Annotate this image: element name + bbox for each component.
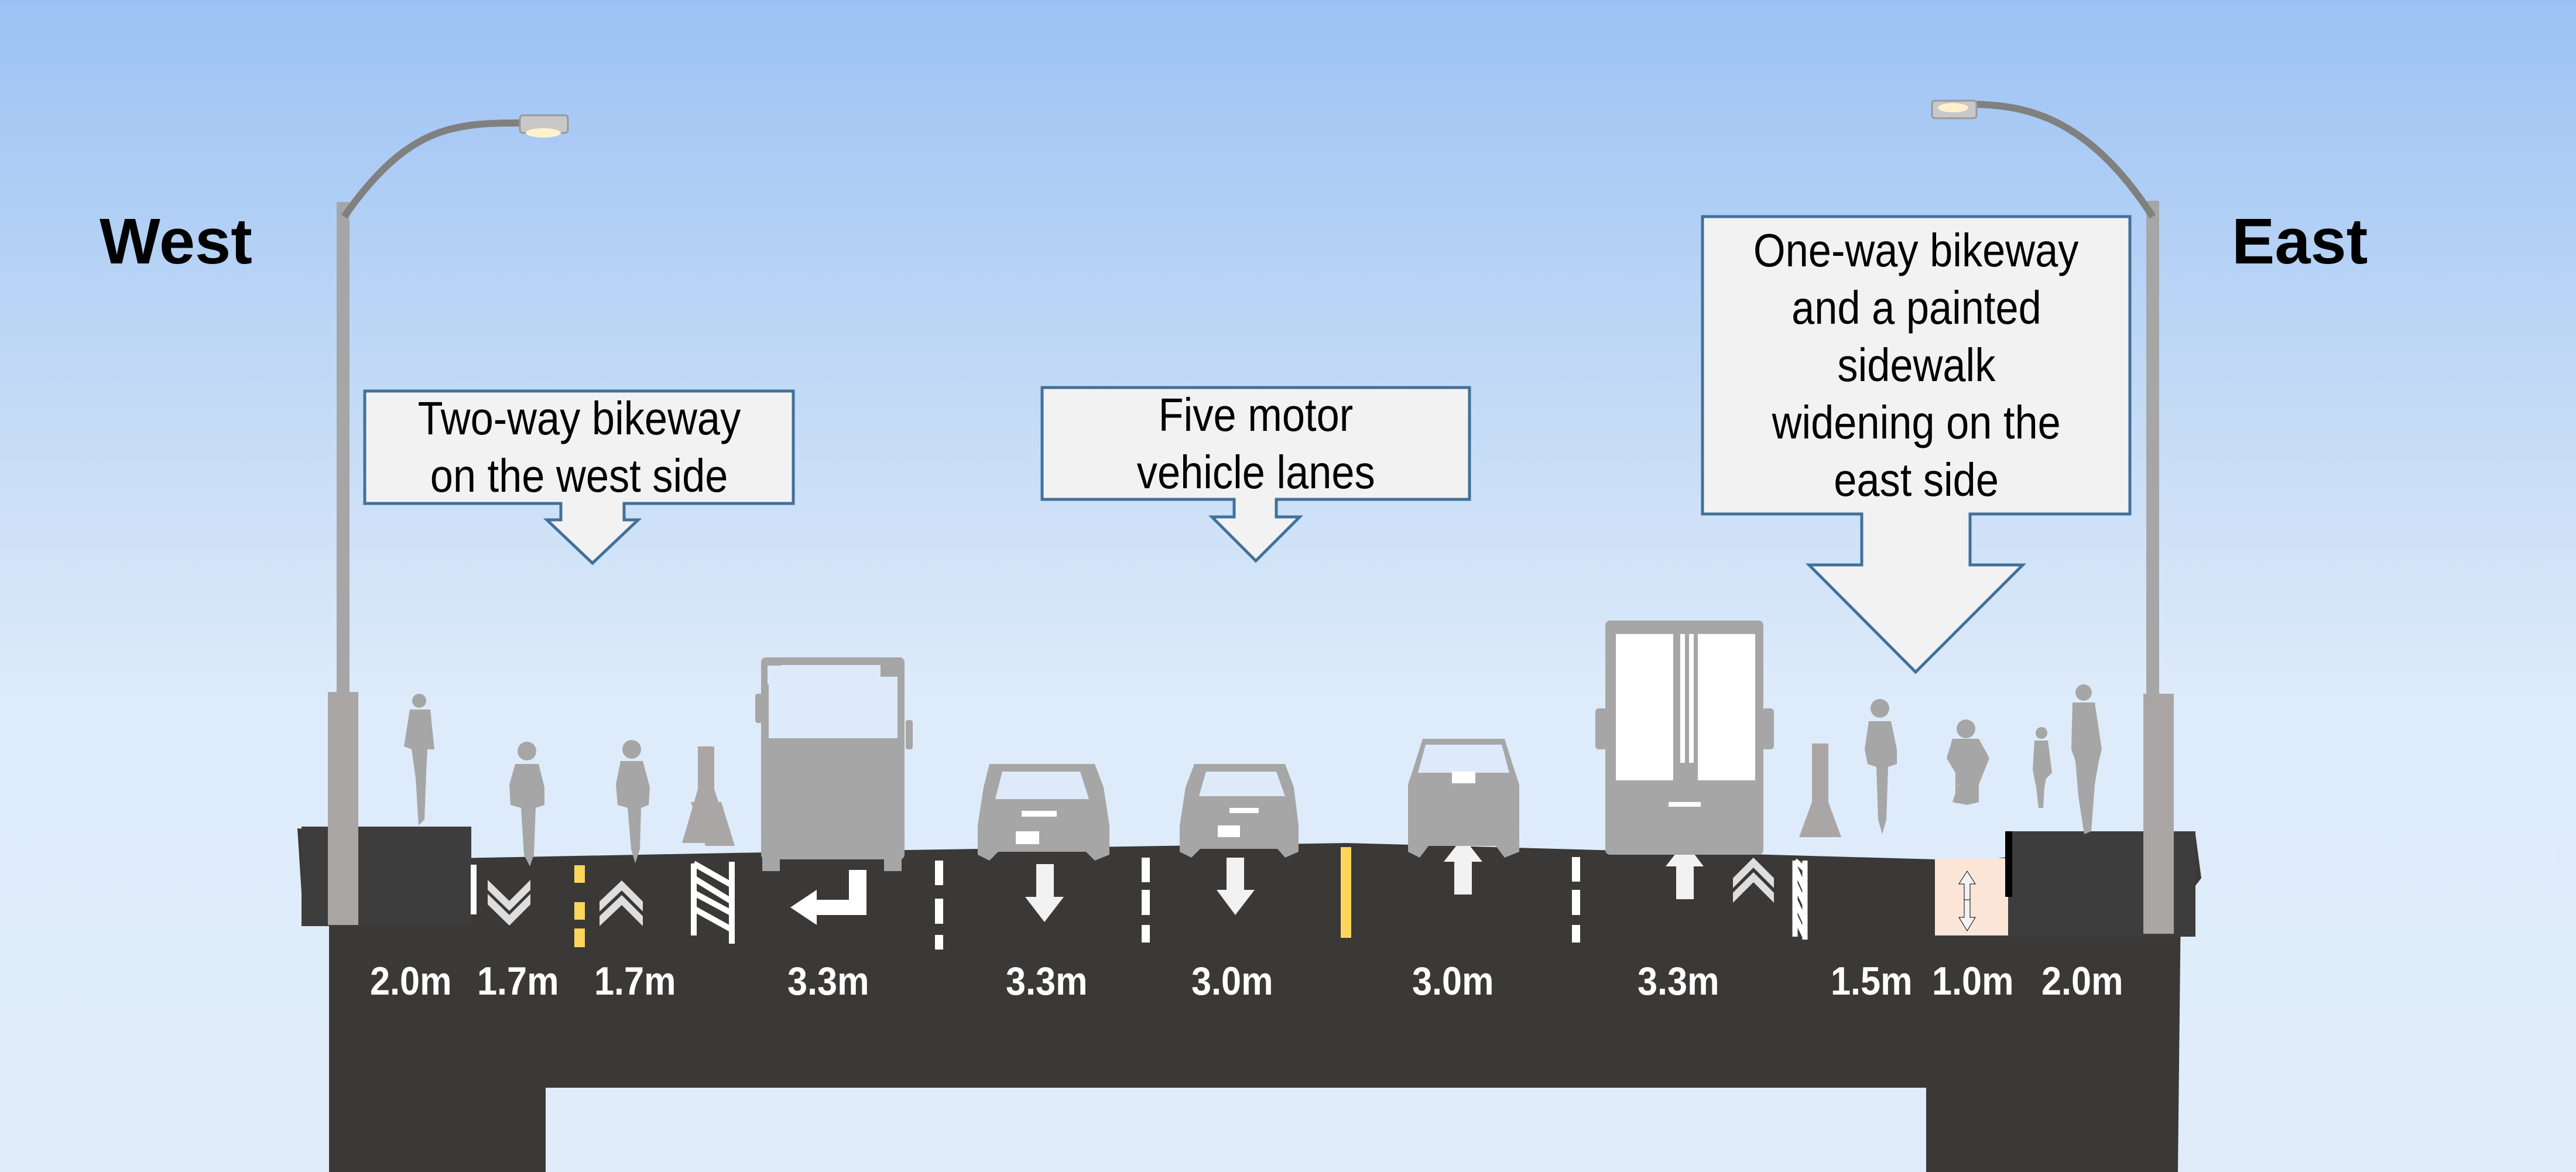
east-label: East <box>2232 205 2368 277</box>
chevron-up-marking <box>1733 858 1774 888</box>
pole-arm <box>341 119 527 219</box>
wheelchair-user <box>1947 719 1989 805</box>
callout-text: One-way bikeway and a painted sidewalk w… <box>1753 224 2079 506</box>
chevron-up-marking <box>1733 872 1774 903</box>
width-label-west-bike-lane-sb: 1.7m <box>477 959 559 1003</box>
width-label-sb-lane-1: 3.3m <box>1006 959 1088 1003</box>
bus <box>755 657 913 871</box>
lamp-bulb <box>1938 103 1968 112</box>
up-arrow <box>1444 837 1482 895</box>
cyclist-west-southbound <box>509 742 544 866</box>
west-label: West <box>100 205 252 277</box>
pole <box>337 202 350 694</box>
callout-text: Five motor vehicle lanes <box>1136 388 1375 498</box>
cyclist-west-northbound <box>616 740 650 863</box>
callout-text: Two-way bikeway on the west side <box>417 392 741 502</box>
pedestrian-west <box>404 694 434 825</box>
pole-arm <box>1964 101 2156 219</box>
down-arrow-outline <box>1958 899 1976 931</box>
width-label-sb-lane-2: 3.0m <box>1191 959 1273 1003</box>
pedestrian-adult <box>2071 684 2102 834</box>
cyclist-east <box>1865 699 1897 834</box>
buffer-hatch-west <box>691 861 735 944</box>
truck <box>1595 621 1774 855</box>
chevron-up-marking <box>600 895 643 926</box>
bollard-west <box>682 746 735 846</box>
width-label-nb-lane-1: 3.0m <box>1412 959 1494 1003</box>
width-label-west-sidewalk: 2.0m <box>370 959 452 1003</box>
street-light-west <box>328 114 569 925</box>
width-label-left-turn-lane: 3.3m <box>787 959 869 1003</box>
buffer-hatch-east <box>1792 858 1808 940</box>
lamp-bulb <box>526 128 561 138</box>
pole-base <box>328 692 358 925</box>
chevron-down-marking <box>488 894 530 926</box>
bridge-deck <box>297 828 2201 1172</box>
car-northbound <box>1408 739 1519 858</box>
lane-line-dashed <box>935 857 1580 950</box>
bollard-east <box>1799 743 1841 837</box>
down-arrow <box>1025 864 1064 922</box>
pole-base <box>2143 694 2174 934</box>
width-label-east-sidewalk: 2.0m <box>2041 959 2123 1003</box>
curb-marker <box>2005 831 2012 897</box>
edge-line <box>471 865 477 914</box>
centerline-solid <box>1341 847 1351 938</box>
width-label-painted-widening: 1.0m <box>1932 959 2014 1003</box>
chevron-up-marking <box>600 880 643 911</box>
bike-centerline-dash <box>574 865 585 883</box>
chevron-down-marking <box>488 880 530 911</box>
down-arrow <box>1217 858 1255 915</box>
width-label-nb-lane-2: 3.3m <box>1638 959 1719 1003</box>
lane-markings <box>471 837 1976 950</box>
street-light-east <box>1931 100 2174 934</box>
pedestrian-child <box>2033 727 2052 808</box>
car-southbound-1 <box>978 764 1109 861</box>
width-label-west-bike-lane-nb: 1.7m <box>594 959 676 1003</box>
left-turn-arrow <box>790 870 866 925</box>
bike-centerline-dash <box>574 928 585 947</box>
width-label-east-bike-lane: 1.5m <box>1831 959 1913 1003</box>
up-arrow <box>1666 842 1704 899</box>
pole <box>2146 201 2159 698</box>
bike-centerline-dash <box>574 902 585 920</box>
car-southbound-2 <box>1180 764 1299 858</box>
